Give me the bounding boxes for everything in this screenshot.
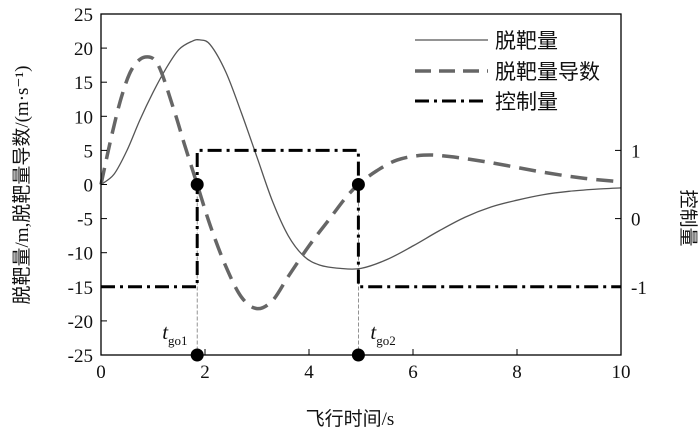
y2-tick-label: 1 — [631, 141, 641, 162]
switch-time-dot — [351, 348, 365, 362]
y-tick-label: 15 — [74, 73, 93, 94]
switch-point-dot — [351, 178, 365, 191]
x-tick-label: 0 — [96, 362, 106, 383]
y-tick-label: -25 — [68, 346, 93, 367]
series-line-dashed — [99, 55, 622, 311]
x-tick-label: 4 — [304, 362, 314, 383]
y-tick-label: -15 — [68, 278, 93, 299]
x-axis-label: 飞行时间/s — [306, 408, 395, 430]
legend: 脱靶量 脱靶量导数 控制量 — [415, 29, 600, 114]
y-tick-label: 25 — [74, 5, 93, 26]
y2-axis-label: 控制量 — [677, 189, 699, 246]
switch-time-label: tgo2 — [370, 320, 395, 348]
x-tick-label: 10 — [612, 362, 631, 383]
switch-time-dot — [190, 348, 204, 362]
legend-label: 脱靶量导数 — [495, 60, 600, 84]
legend-label: 控制量 — [495, 90, 558, 114]
legend-label: 脱靶量 — [495, 29, 558, 53]
y2-tick-label: 0 — [631, 210, 641, 231]
y-tick-label: 10 — [74, 107, 93, 128]
y-tick-label: 0 — [84, 176, 94, 197]
switch-point-dot — [190, 178, 204, 191]
y-tick-label: -20 — [68, 312, 93, 333]
y-tick-label: -10 — [68, 244, 93, 265]
y-tick-label: 20 — [74, 39, 93, 60]
y-axis-label: 脱靶量/m,脱靶量导数/(m·s⁻¹) — [11, 66, 33, 305]
y2-tick-label: -1 — [631, 278, 647, 299]
x-tick-label: 8 — [512, 362, 522, 383]
x-tick-label: 6 — [408, 362, 418, 383]
series-line-dash-dot — [101, 148, 621, 289]
y-tick-label: 5 — [84, 141, 94, 162]
y-tick-label: -5 — [77, 210, 93, 231]
switch-time-label: tgo1 — [162, 320, 187, 348]
x-tick-label: 2 — [200, 362, 210, 383]
